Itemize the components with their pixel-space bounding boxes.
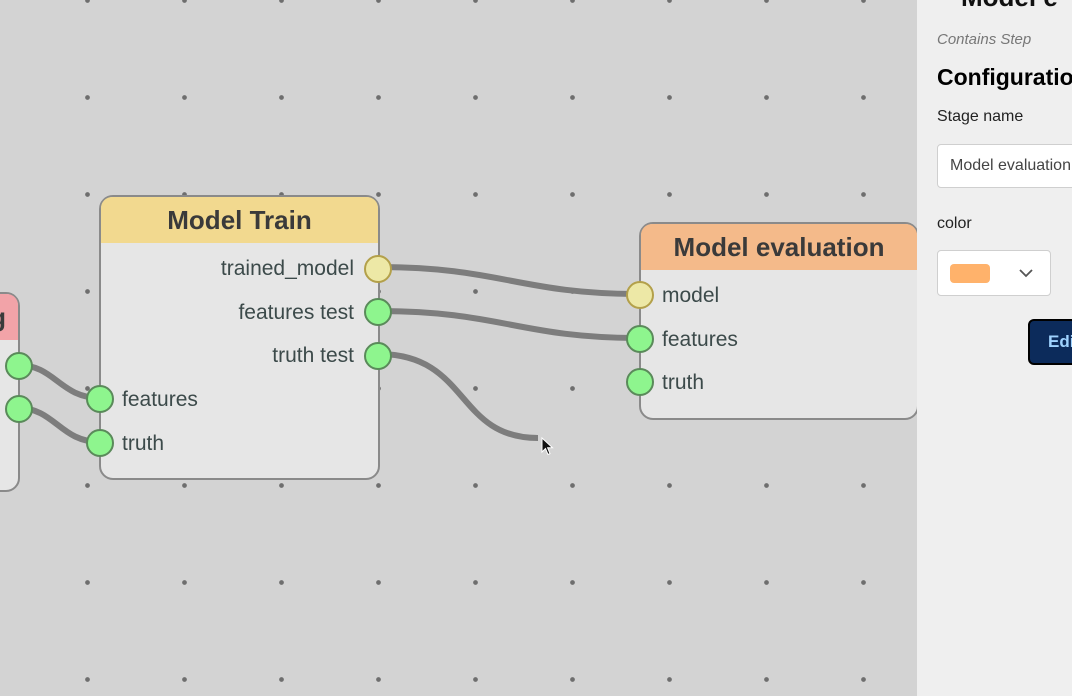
port-label: features test: [238, 301, 354, 324]
connection-wire[interactable]: [377, 308, 640, 341]
port-label: features: [662, 328, 738, 351]
input-row: features: [662, 325, 738, 355]
input-port-truth[interactable]: [86, 429, 114, 457]
node-model-evaluation[interactable]: Model evaluation model features truth: [626, 222, 917, 420]
port-label: truth test: [272, 344, 354, 367]
output-port-truth-test[interactable]: [364, 342, 392, 370]
stage-name-input[interactable]: [937, 144, 1072, 188]
input-row: model: [662, 281, 719, 311]
color-swatch: [950, 264, 990, 283]
color-label: color: [937, 215, 972, 232]
input-port-features[interactable]: [86, 385, 114, 413]
output-port-features-test[interactable]: [364, 298, 392, 326]
chevron-down-icon: [1019, 269, 1033, 278]
dragging-wire[interactable]: [377, 351, 539, 441]
node-partial-left[interactable]: g: [0, 292, 33, 492]
node-title: Model Train: [167, 204, 312, 235]
edit-button-label: Edit: [1048, 332, 1072, 351]
output-port-trained-model[interactable]: [364, 255, 392, 283]
input-port-truth[interactable]: [626, 368, 654, 396]
node-title: Model evaluation: [673, 231, 885, 262]
pipeline-canvas[interactable]: g Model Train trained_model features tes…: [0, 0, 917, 696]
panel-top-title: Model e: [961, 0, 1058, 13]
output-row: features test: [238, 298, 354, 328]
stage-name-label: Stage name: [937, 108, 1024, 125]
input-port-model[interactable]: [626, 281, 654, 309]
node-title: g: [0, 302, 6, 333]
output-port[interactable]: [5, 352, 33, 380]
input-row: truth: [122, 429, 164, 459]
port-label: truth: [662, 371, 705, 394]
port-label: features: [122, 388, 198, 411]
node-header: Model Train: [101, 197, 378, 243]
node-header: g: [0, 294, 18, 340]
connection-wire[interactable]: [377, 264, 640, 297]
port-label: trained_model: [220, 257, 354, 280]
color-select[interactable]: [937, 250, 1051, 296]
output-port[interactable]: [5, 395, 33, 423]
mouse-cursor-icon: [541, 437, 554, 456]
port-label: model: [662, 284, 720, 307]
port-label: truth: [122, 432, 165, 455]
output-row: truth test: [272, 341, 354, 371]
input-row: features: [122, 385, 198, 415]
section-title: Configuration: [937, 64, 1072, 90]
output-row: trained_model: [221, 254, 354, 284]
configuration-panel: Model e Contains Step Configuration Stag…: [917, 0, 1072, 696]
edit-button[interactable]: Edit: [1028, 319, 1072, 365]
node-header: Model evaluation: [641, 224, 917, 270]
input-port-features[interactable]: [626, 325, 654, 353]
node-model-train[interactable]: Model Train trained_model features test …: [86, 195, 392, 480]
panel-subtitle: Contains Step: [937, 31, 1032, 48]
input-row: truth: [662, 368, 704, 398]
